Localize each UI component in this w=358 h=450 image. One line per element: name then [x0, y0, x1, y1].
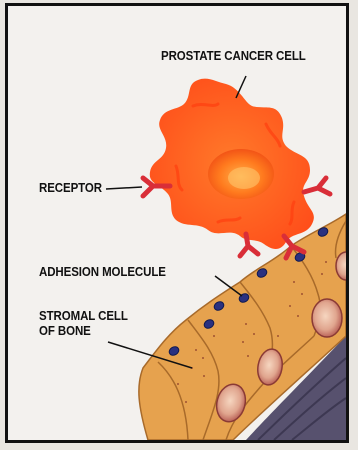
leader-receptor — [106, 187, 142, 189]
label-prostate-cancer-cell: PROSTATE CANCER CELL — [161, 49, 306, 64]
leader-cancer — [236, 76, 246, 98]
label-adhesion-molecule: ADHESION MOLECULE — [39, 265, 166, 280]
diagram-frame: PROSTATE CANCER CELL RECEPTOR ADHESION M… — [5, 3, 349, 443]
label-receptor: RECEPTOR — [39, 181, 102, 196]
cancer-cell-nucleus-highlight — [228, 167, 260, 189]
label-stromal-cell: STROMAL CELL OF BONE — [39, 309, 128, 339]
diagram-illustration — [8, 6, 346, 440]
stromal-nucleus — [312, 299, 342, 337]
label-stromal-cell-line2: OF BONE — [39, 324, 128, 339]
label-stromal-cell-line1: STROMAL CELL — [39, 309, 128, 324]
